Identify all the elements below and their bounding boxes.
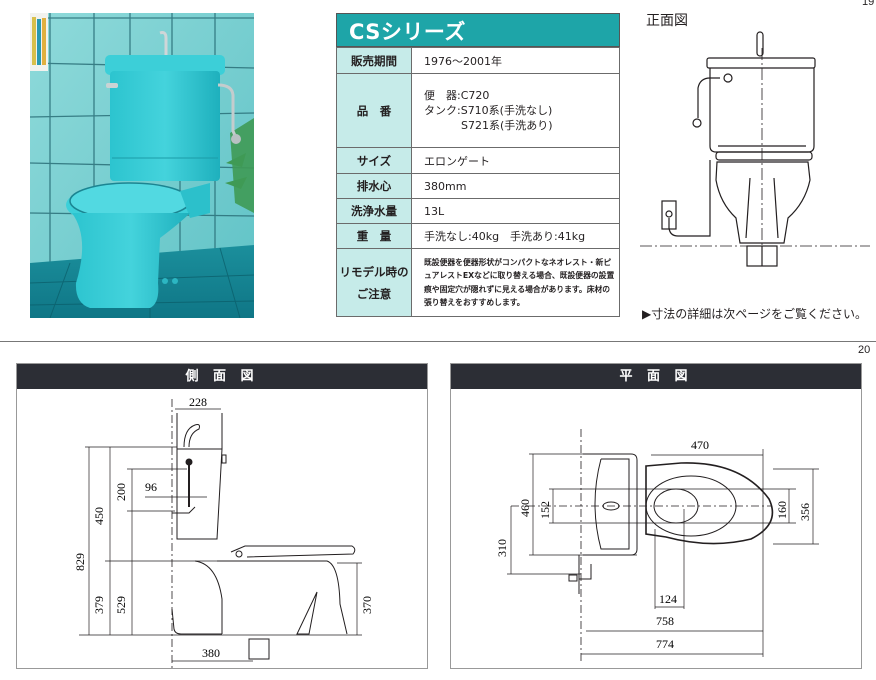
dim-529: 529 bbox=[114, 596, 128, 614]
dim-200: 200 bbox=[114, 483, 128, 501]
spec-row-sales-period: 販売期間 1976～2001年 bbox=[336, 47, 620, 74]
spec-key: 排水心 bbox=[336, 173, 412, 199]
dim-160: 160 bbox=[775, 501, 789, 519]
dim-380: 380 bbox=[202, 646, 220, 660]
side-view-panel: 側 面 図 bbox=[16, 363, 428, 669]
page-number-top: 19 bbox=[862, 0, 875, 8]
dim-379: 379 bbox=[92, 596, 106, 614]
model-tank: タンク:S710系(手洗なし) bbox=[424, 104, 553, 117]
spec-value: 380mm bbox=[411, 173, 620, 199]
front-view-drawing bbox=[640, 31, 870, 268]
spec-key: サイズ bbox=[336, 147, 412, 174]
page-number-bottom: 20 bbox=[858, 344, 871, 356]
spec-key: 重 量 bbox=[336, 223, 412, 249]
dim-228: 228 bbox=[189, 395, 207, 409]
dim-356: 356 bbox=[798, 503, 812, 521]
spec-key: 洗浄水量 bbox=[336, 198, 412, 224]
dim-460: 460 bbox=[518, 499, 532, 517]
dim-152: 152 bbox=[538, 501, 552, 519]
spec-key: 品 番 bbox=[336, 73, 412, 148]
plan-view-drawing: 470 460 152 160 356 310 124 758 774 bbox=[495, 429, 819, 661]
dim-470: 470 bbox=[691, 438, 709, 452]
plan-view-panel: 平 面 図 bbox=[450, 363, 862, 669]
front-view-title: 正面図 bbox=[646, 13, 688, 29]
spec-row-drain-center: 排水心 380mm bbox=[336, 173, 620, 199]
side-view-drawing: 228 96 450 200 829 379 529 370 380 bbox=[73, 395, 374, 668]
spec-row-flush-volume: 洗浄水量 13L bbox=[336, 198, 620, 224]
dim-758: 758 bbox=[656, 614, 674, 628]
dim-829: 829 bbox=[73, 553, 87, 571]
dim-96: 96 bbox=[145, 480, 157, 494]
spec-table: 販売期間 1976～2001年 品 番 便 器:C720 タンク:S710系(手… bbox=[336, 47, 620, 317]
spec-row-size: サイズ エロンゲート bbox=[336, 147, 620, 174]
model-tank-alt: S721系(手洗あり) bbox=[461, 119, 553, 132]
page-divider bbox=[0, 341, 876, 342]
spec-value: 13L bbox=[411, 198, 620, 224]
spec-row-model-number: 品 番 便 器:C720 タンク:S710系(手洗なし) S721系(手洗あり) bbox=[336, 73, 620, 148]
side-view-title: 側 面 図 bbox=[17, 364, 427, 389]
dim-450: 450 bbox=[92, 507, 106, 525]
spec-value: 便 器:C720 タンク:S710系(手洗なし) S721系(手洗あり) bbox=[411, 73, 620, 148]
model-bowl: 便 器:C720 bbox=[424, 89, 490, 102]
spec-key: リモデル時の ご注意 bbox=[336, 248, 412, 317]
dim-774: 774 bbox=[656, 637, 674, 651]
product-photo bbox=[30, 13, 254, 318]
series-title: CSシリーズ bbox=[336, 13, 620, 47]
remodel-key-line1: リモデル時の bbox=[339, 264, 409, 279]
spec-value: エロンゲート bbox=[411, 147, 620, 174]
spec-value: 手洗なし:40kg 手洗あり:41kg bbox=[411, 223, 620, 249]
spec-row-remodel-note: リモデル時の ご注意 既設便器を便器形状がコンパクトなネオレスト・新ピュアレスト… bbox=[336, 248, 620, 317]
dim-370: 370 bbox=[360, 596, 374, 614]
spec-value: 1976～2001年 bbox=[411, 47, 620, 74]
front-view-note: ▶寸法の詳細は次ページをご覧ください。 bbox=[642, 307, 867, 321]
toilet-photo-illustration bbox=[30, 13, 254, 318]
spec-row-weight: 重 量 手洗なし:40kg 手洗あり:41kg bbox=[336, 223, 620, 249]
spec-value: 既設便器を便器形状がコンパクトなネオレスト・新ピュアレストEXなどに取り替える場… bbox=[411, 248, 620, 317]
dim-124: 124 bbox=[659, 592, 677, 606]
remodel-key-line2: ご注意 bbox=[356, 286, 392, 301]
plan-view-title: 平 面 図 bbox=[451, 364, 861, 389]
spec-key: 販売期間 bbox=[336, 47, 412, 74]
dim-310: 310 bbox=[495, 539, 509, 557]
